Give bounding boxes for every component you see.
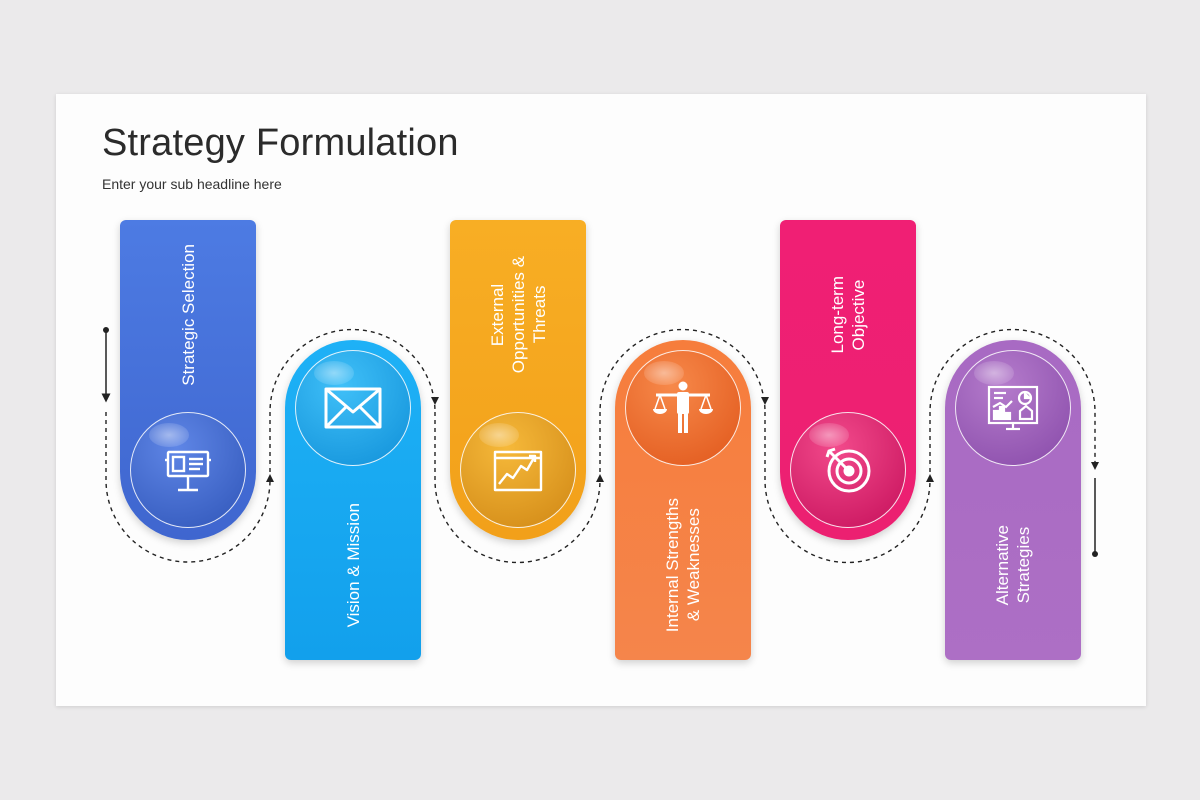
envelope-icon — [324, 387, 382, 429]
icon-circle — [790, 412, 906, 528]
icon-circle — [130, 412, 246, 528]
growth-chart-icon — [493, 450, 543, 492]
target-icon — [825, 447, 871, 493]
step-label: Long-term Objective — [828, 276, 868, 354]
step-label: External Opportunities & Threats — [487, 256, 549, 374]
icon-circle — [625, 350, 741, 466]
presentation-board-icon — [987, 385, 1039, 431]
step-card-external-opportunities-threats: External Opportunities & Threats — [450, 220, 586, 540]
step-card-alternative-strategies: Alternative Strategies — [945, 340, 1081, 660]
step-label: Vision & Mission — [343, 502, 363, 628]
step-label: Internal Strengths & Weaknesses — [663, 497, 703, 633]
step-card-strategic-selection: Strategic Selection — [120, 220, 256, 540]
billboard-icon — [165, 450, 211, 492]
icon-circle — [460, 412, 576, 528]
step-card-vision-mission: Vision & Mission — [285, 340, 421, 660]
step-card-internal-strengths-weaknesses: Internal Strengths & Weaknesses — [615, 340, 751, 660]
icon-circle — [295, 350, 411, 466]
slide: Strategy Formulation Enter your sub head… — [56, 94, 1146, 706]
step-card-long-term-objective: Long-term Objective — [780, 220, 916, 540]
step-label: Alternative Strategies — [993, 524, 1033, 606]
step-label: Strategic Selection — [178, 244, 198, 386]
icon-circle — [955, 350, 1071, 466]
page-subtitle: Enter your sub headline here — [102, 176, 282, 192]
dashed-connector-path — [101, 327, 1099, 564]
balance-person-icon — [653, 381, 713, 433]
page-title: Strategy Formulation — [102, 122, 459, 164]
